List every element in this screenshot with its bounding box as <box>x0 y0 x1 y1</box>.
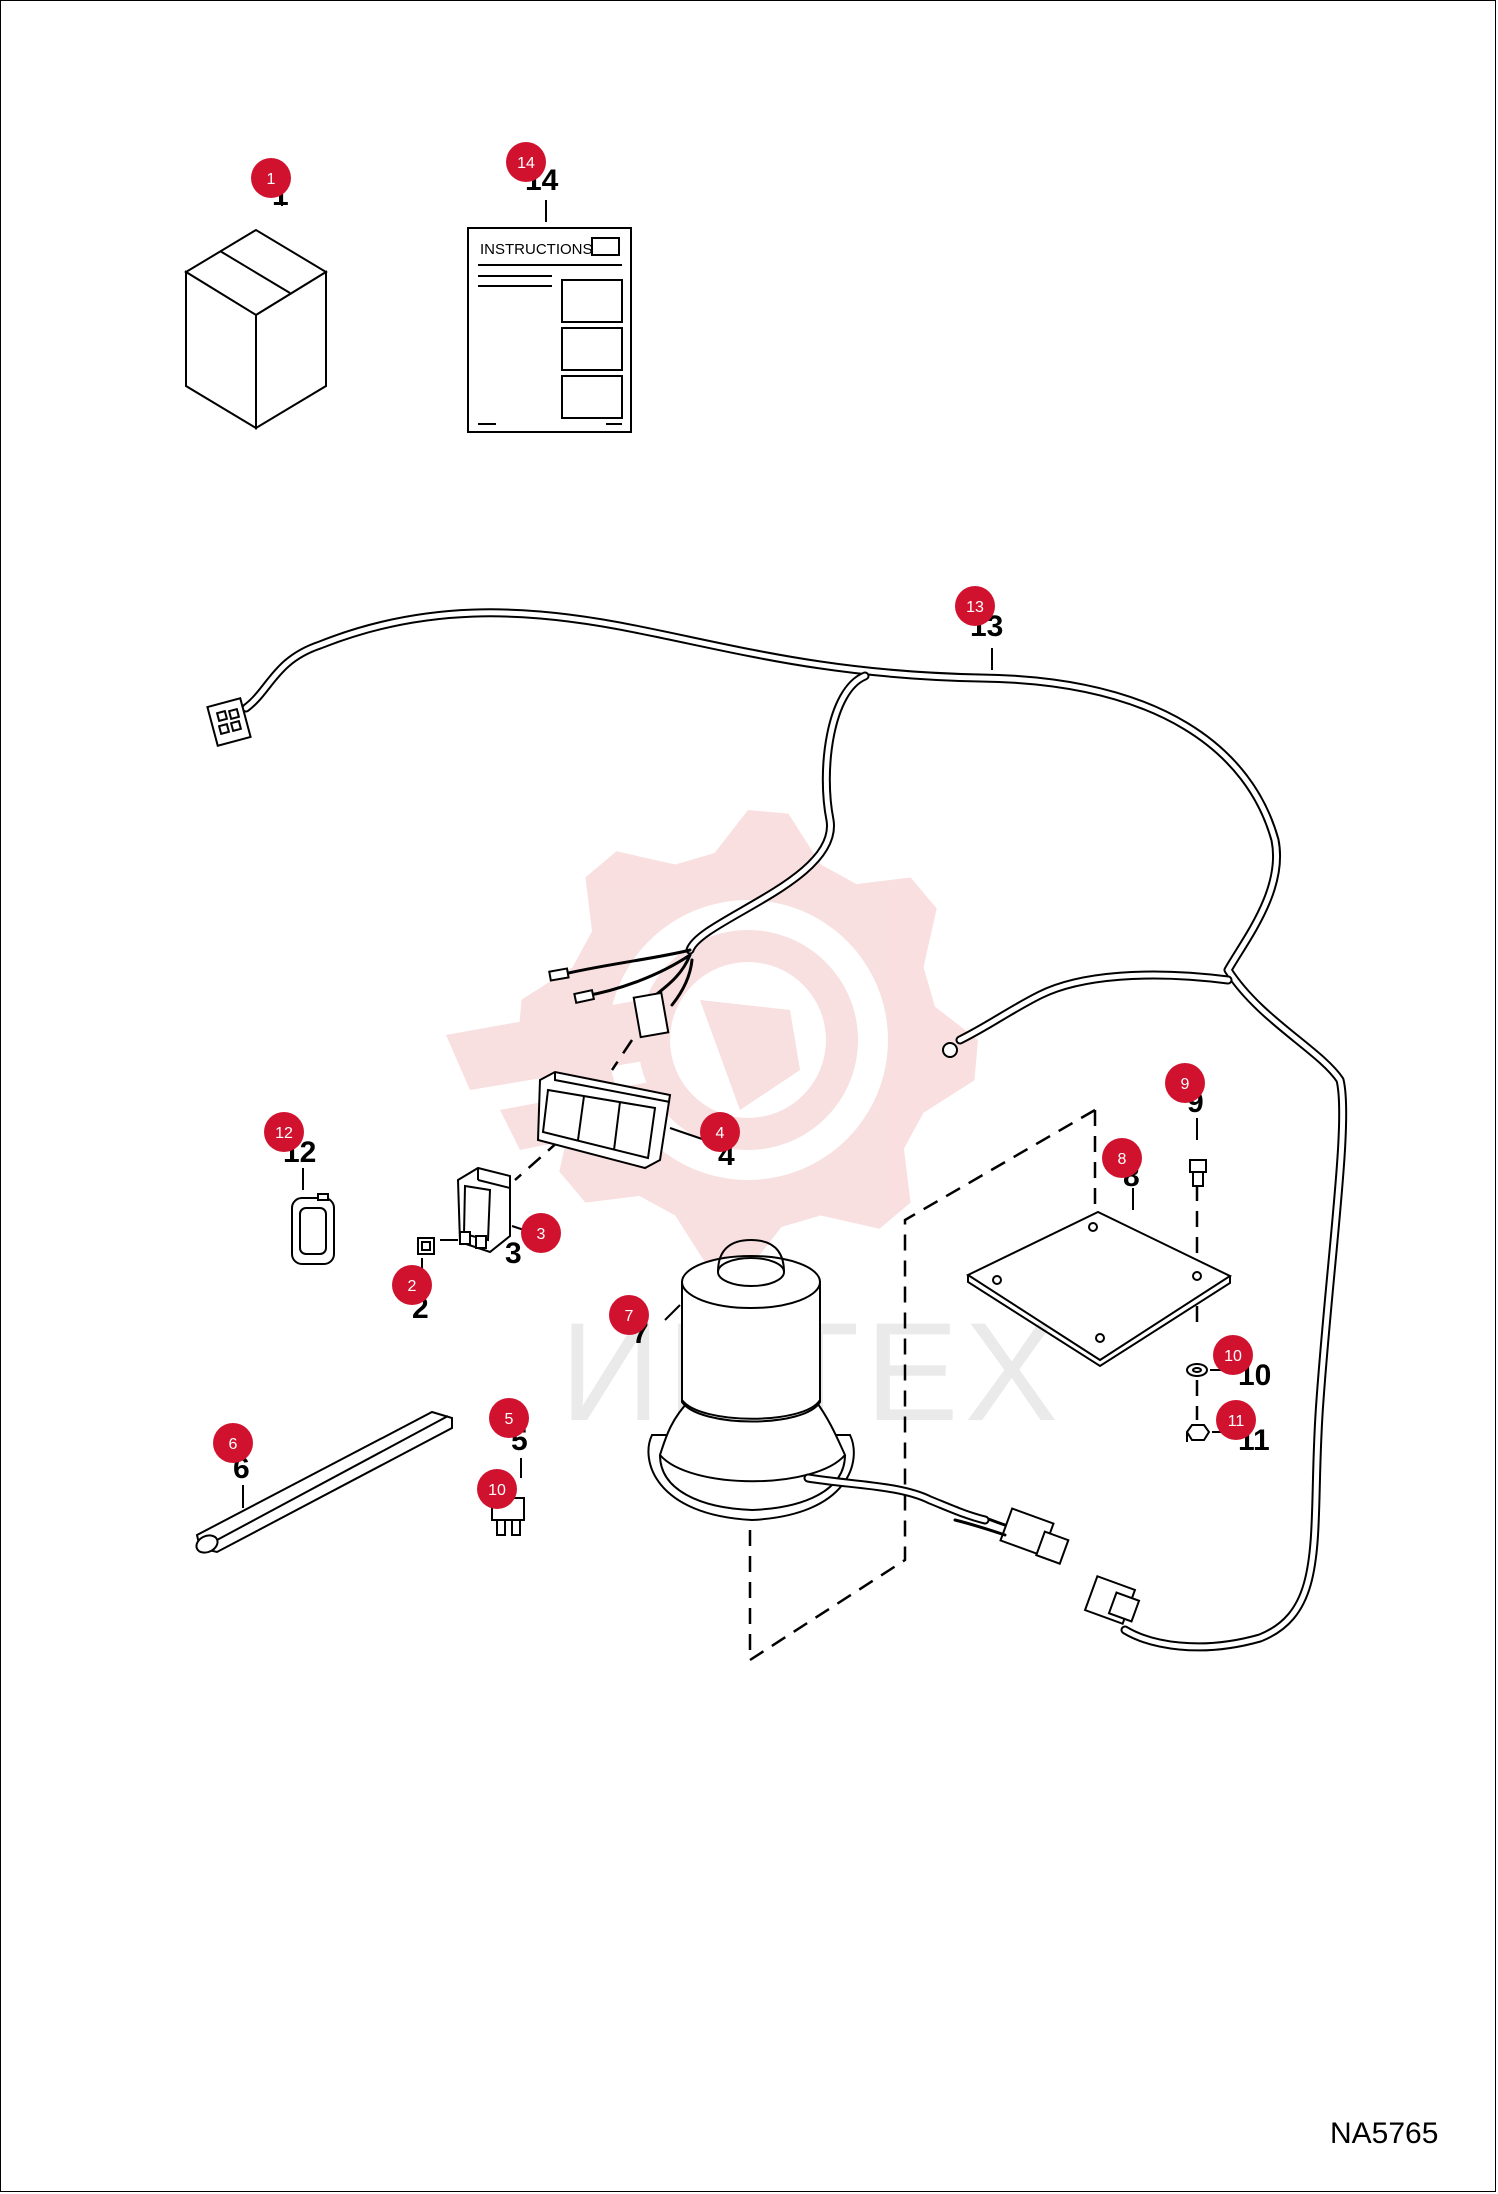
svg-text:14: 14 <box>517 155 535 172</box>
wire-harness-icon <box>206 608 1348 1652</box>
tube-icon <box>195 1410 453 1554</box>
svg-text:1: 1 <box>267 171 276 188</box>
assembly-guide-lines <box>514 1039 1199 1662</box>
svg-text:12: 12 <box>275 1125 293 1142</box>
svg-text:5: 5 <box>505 1411 514 1428</box>
callout-bubble-10-washer: 10 <box>1213 1335 1253 1375</box>
callout-bubble-9: 9 <box>1165 1063 1205 1103</box>
callout-bubble-1: 1 <box>251 158 291 198</box>
callout-bubble-7: 7 <box>609 1295 649 1335</box>
callout-bubble-6: 6 <box>213 1423 253 1463</box>
bolt-icon <box>1189 1159 1207 1187</box>
switch-insert-icon <box>417 1237 435 1255</box>
svg-text:2: 2 <box>408 1278 417 1295</box>
callout-bubble-4: 4 <box>700 1112 740 1152</box>
manual-icon: INSTRUCTIONS <box>467 227 632 433</box>
part-number-3: 3 <box>505 1237 522 1270</box>
callout-bubbles: 1 14 13 9 8 12 4 3 2 7 10 11 6 5 10 <box>213 142 1256 1509</box>
beacon-light-icon <box>647 1238 990 1525</box>
svg-text:3: 3 <box>537 1226 546 1243</box>
box-icon <box>184 228 328 430</box>
callout-bubble-5: 5 <box>489 1398 529 1438</box>
svg-text:4: 4 <box>716 1125 725 1142</box>
svg-text:10: 10 <box>488 1482 506 1499</box>
switch-panel-icon <box>536 1070 672 1170</box>
svg-text:11: 11 <box>1228 1413 1245 1430</box>
svg-text:10: 10 <box>1224 1348 1242 1365</box>
callout-bubble-11: 11 <box>1216 1400 1256 1440</box>
callout-bubble-3: 3 <box>521 1213 561 1253</box>
callout-bubble-2: 2 <box>392 1265 432 1305</box>
svg-text:8: 8 <box>1118 1151 1127 1168</box>
nut-icon <box>1185 1424 1211 1442</box>
rocker-switch-icon <box>456 1166 511 1254</box>
mounting-plate-icon <box>965 1210 1233 1368</box>
washer-icon <box>1186 1363 1208 1377</box>
callout-bubble-8: 8 <box>1102 1138 1142 1178</box>
callout-bubble-12: 12 <box>264 1112 304 1152</box>
svg-text:7: 7 <box>625 1308 634 1325</box>
instructions-label: INSTRUCTIONS <box>480 241 593 258</box>
drawing-code: NA5765 <box>1330 2117 1438 2150</box>
callout-bubble-14: 14 <box>506 142 546 182</box>
callout-bubble-10-fuse: 10 <box>477 1469 517 1509</box>
callout-bubble-13: 13 <box>955 586 995 626</box>
svg-text:13: 13 <box>966 599 984 616</box>
decal-icon <box>291 1193 335 1265</box>
svg-text:6: 6 <box>229 1436 238 1453</box>
svg-text:9: 9 <box>1181 1076 1190 1093</box>
